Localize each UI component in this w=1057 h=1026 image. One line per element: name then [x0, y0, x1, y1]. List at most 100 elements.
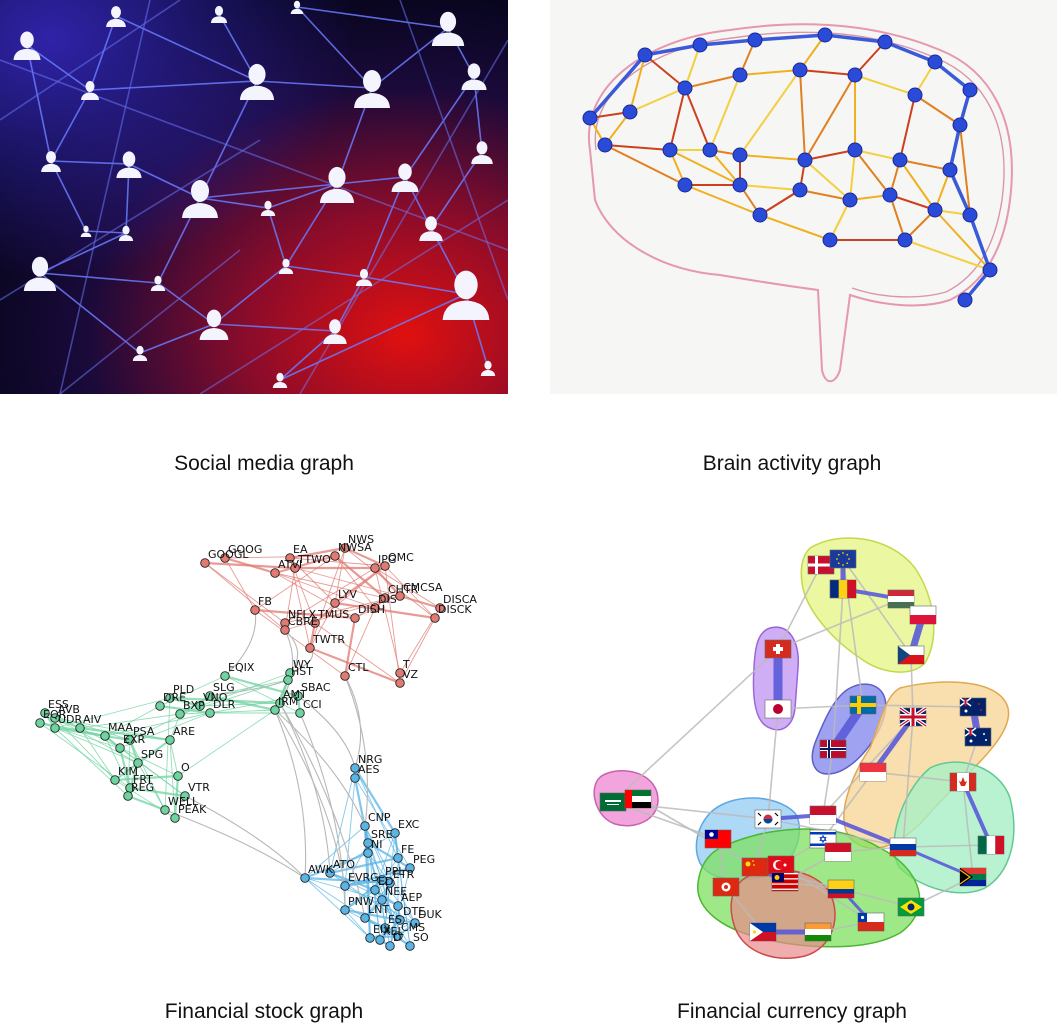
- stock-node-vno: [195, 701, 205, 711]
- flag-icon-cop: [827, 879, 855, 899]
- stock-node-dte: [395, 915, 405, 925]
- brain-node: [732, 177, 748, 193]
- stock-label-ctl: CTL: [348, 661, 369, 674]
- stock-label-t: T: [402, 658, 410, 671]
- brain-node: [692, 37, 708, 53]
- stock-label-etr: ETR: [393, 868, 415, 881]
- stock-node-spg: [133, 758, 143, 768]
- stock-label-cmcsa: CMCSA: [403, 581, 443, 594]
- stock-label-nws: NWS: [348, 533, 374, 546]
- stock-label-atvi: ATVI: [278, 558, 302, 571]
- stock-label-slg: SLG: [213, 681, 235, 694]
- stock-node-reg: [123, 791, 133, 801]
- stock-label-ppl: PPL: [385, 865, 405, 878]
- stock-label-nee: NEE: [385, 885, 407, 898]
- stock-node-cmcsa: [395, 591, 405, 601]
- stock-label-ea: EA: [293, 543, 308, 556]
- stock-label-frt: FRT: [133, 773, 153, 786]
- flag-icon-php: [749, 922, 777, 942]
- stock-node-eix: [365, 933, 375, 943]
- brain-node: [732, 67, 748, 83]
- flag-icon-cad: [949, 772, 977, 792]
- stock-label-lnt: LNT: [368, 903, 389, 916]
- stock-node-cci: [295, 708, 305, 718]
- flag-icon-twd2: [704, 829, 732, 849]
- flag-icon-twd: [809, 805, 837, 825]
- brain-node: [907, 87, 923, 103]
- stock-label-fb: FB: [258, 595, 272, 608]
- stock-label-ato: ATO: [333, 858, 355, 871]
- stock-label-so: SO: [413, 931, 429, 944]
- brain-node: [732, 147, 748, 163]
- stock-label-ni: NI: [371, 838, 382, 851]
- stock-label-vno: VNO: [203, 691, 228, 704]
- brain-node: [897, 232, 913, 248]
- brain-node: [822, 232, 838, 248]
- stock-label-es: ES: [388, 913, 402, 926]
- brain-node: [982, 262, 998, 278]
- stock-node-vz: [395, 678, 405, 688]
- stock-node-dish: [350, 613, 360, 623]
- stock-node-pld: [165, 693, 175, 703]
- stock-node-irm: [270, 705, 280, 715]
- brain-node: [957, 292, 973, 308]
- flag-icon-cny: [741, 857, 769, 877]
- stock-node-ni: [363, 848, 373, 858]
- stock-label-pld: PLD: [173, 683, 194, 696]
- stock-node-are: [165, 735, 175, 745]
- stock-label-duk: DUK: [418, 908, 443, 921]
- stock-node-eqr: [35, 718, 45, 728]
- stock-label-peg: PEG: [413, 853, 435, 866]
- stock-node-aes: [350, 773, 360, 783]
- stock-node-es: [380, 923, 390, 933]
- stock-node-sre: [363, 838, 373, 848]
- stock-node-cnp: [360, 821, 370, 831]
- brain-node: [752, 207, 768, 223]
- stock-label-o: O: [181, 761, 190, 774]
- stock-node-goog: [220, 553, 230, 563]
- brain-node: [942, 162, 958, 178]
- stock-label-goog: GOOG: [228, 543, 262, 556]
- stock-node-disck: [430, 613, 440, 623]
- stock-label-are: ARE: [173, 725, 195, 738]
- brain-node: [962, 82, 978, 98]
- brain-activity-graph-image: [550, 0, 1057, 394]
- stock-node-sbac: [293, 691, 303, 701]
- stock-node-chtr: [380, 593, 390, 603]
- caption-financial-currency-graph: Financial currency graph: [677, 1000, 907, 1023]
- stock-label-amt: AMT: [283, 688, 307, 701]
- brain-node: [847, 142, 863, 158]
- flag-icon-chf: [764, 639, 792, 659]
- stock-label-dis: DIS: [378, 593, 397, 606]
- stock-node-atvi: [270, 568, 280, 578]
- stock-label-reg: REG: [131, 781, 154, 794]
- stock-node-exr: [115, 743, 125, 753]
- brain-node: [677, 177, 693, 193]
- stock-label-tmus: TMUS: [317, 608, 349, 621]
- brain-node: [952, 117, 968, 133]
- caption-social-media-graph: Social media graph: [174, 452, 354, 475]
- stock-node-hst: [283, 675, 293, 685]
- stock-node-bxp: [175, 709, 185, 719]
- stock-node-lyv: [330, 598, 340, 608]
- flag-icon-try: [767, 855, 795, 875]
- stock-label-aep: AEP: [401, 891, 422, 904]
- stock-node-kim: [110, 775, 120, 785]
- currency-group-europe-blob: [800, 537, 935, 673]
- flag-icon-jpy: [764, 699, 792, 719]
- stock-node-lnt: [360, 913, 370, 923]
- stock-node-ea: [285, 553, 295, 563]
- stock-label-dish: DISH: [358, 603, 385, 616]
- stock-node-aiv: [75, 723, 85, 733]
- stock-label-fe: FE: [401, 843, 414, 856]
- stock-node-fe: [393, 853, 403, 863]
- flag-icon-nok: [819, 739, 847, 759]
- stock-label-eqix: EQIX: [228, 661, 255, 674]
- flag-icon-myr: [771, 872, 799, 892]
- stock-label-irm: IRM: [278, 695, 298, 708]
- flag-icon-hkd: [712, 877, 740, 897]
- flag-icon-sek: [849, 695, 877, 715]
- brain-node: [637, 47, 653, 63]
- stock-node-duk: [410, 918, 420, 928]
- social-media-graph-image: [0, 0, 508, 394]
